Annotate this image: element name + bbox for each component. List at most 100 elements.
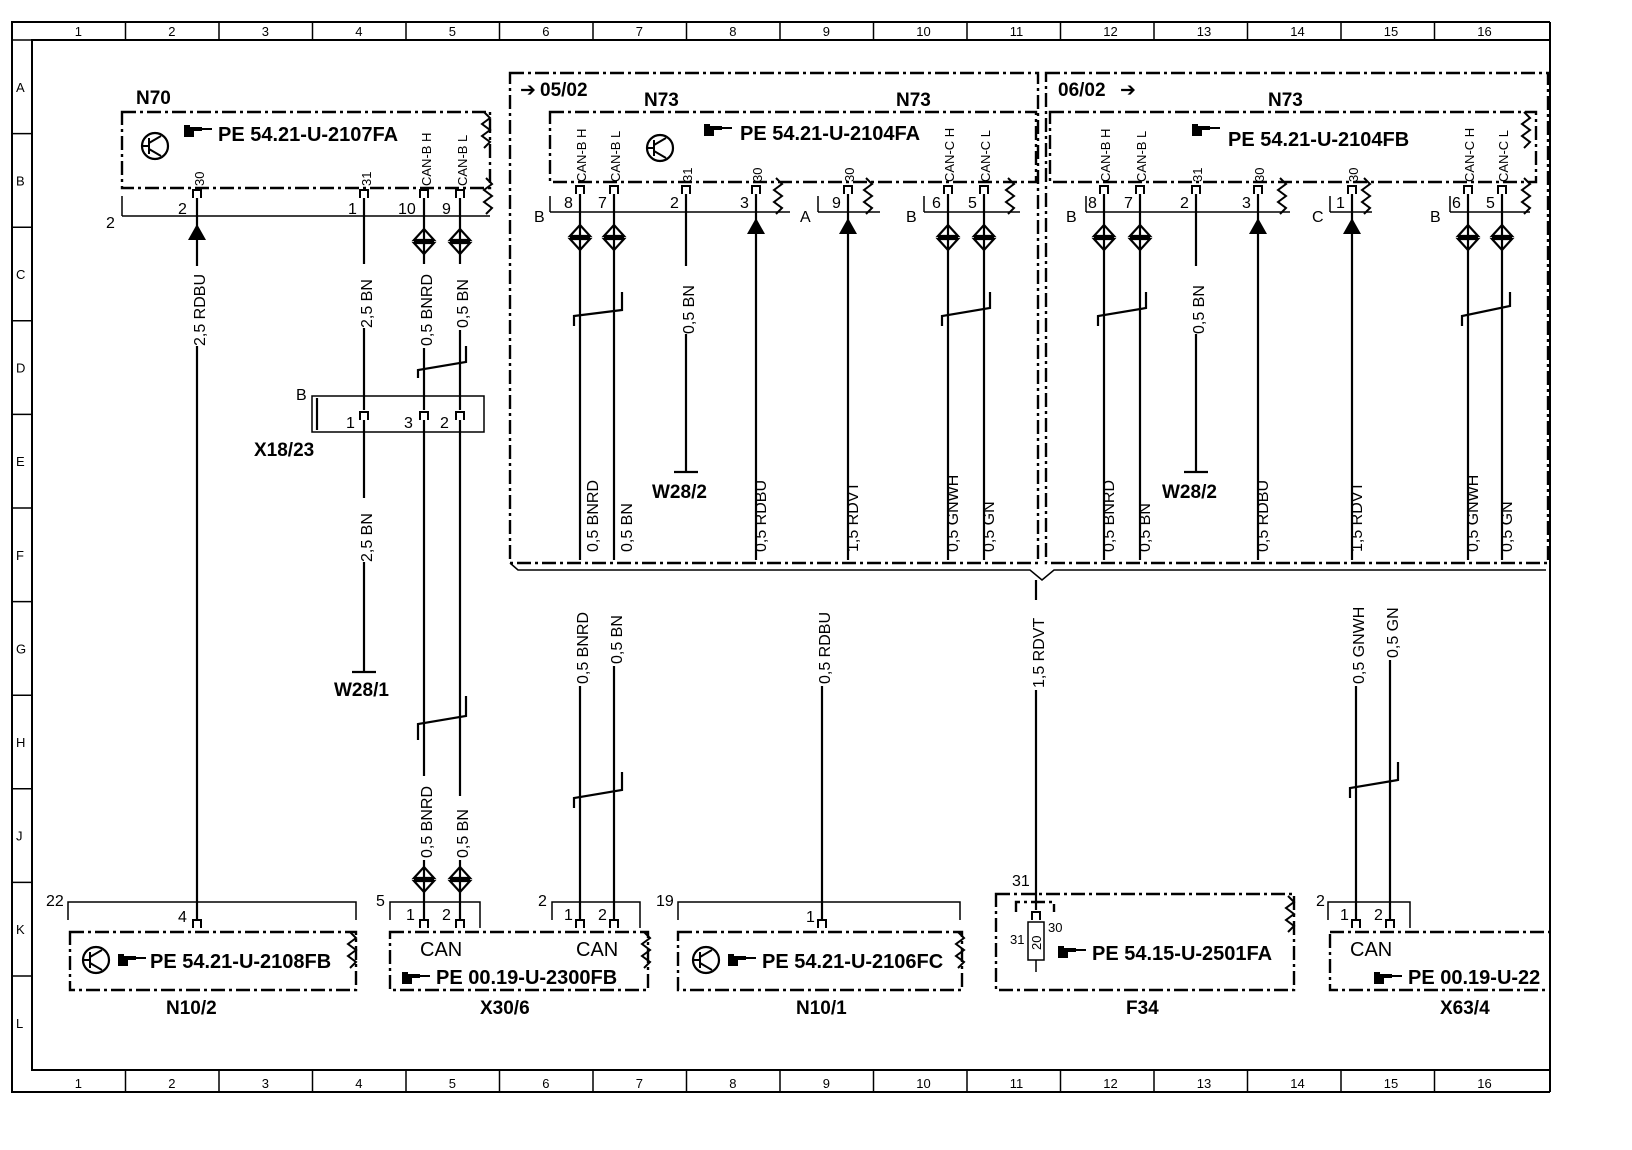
svg-text:1: 1 [346,415,355,432]
grid-col-13-bot: 13 [1197,1076,1211,1091]
tag-0502: 05/02 [540,80,588,101]
x30-6-ref: PE 00.19-U-2300FB [436,967,617,989]
grid-row-H: H [16,735,25,750]
grid-col-6-top: 6 [542,24,549,39]
svg-text:1: 1 [806,909,815,926]
grid-col-6-bot: 6 [542,1076,549,1091]
grid-row-A: A [16,80,25,95]
grid-row-J: J [16,829,23,844]
grid-row-F: F [16,548,24,563]
pin-signal: 30 [1252,168,1267,182]
grid-col-10-bot: 10 [916,1076,930,1091]
svg-text:0,5 RDBU: 0,5 RDBU [1255,480,1272,552]
svg-text:0,5 GNWH: 0,5 GNWH [1465,475,1482,552]
grid-col-10-top: 10 [916,24,930,39]
pin-num: 5 [1486,195,1495,212]
svg-text:N73: N73 [644,90,679,111]
middle-wires: 0,5 BNRD 0,5 BN 0,5 RDBU 1,5 RDVT 0,5 GN… [569,580,1402,920]
pin-signal: CAN-C L [978,130,993,182]
svg-text:0,5 BN: 0,5 BN [1191,285,1208,334]
svg-text:B: B [296,387,307,404]
n70-module: N70 PE 54.21-U-2107FA 2 230 131 10CAN-B … [106,88,493,232]
svg-text:31: 31 [1012,873,1030,890]
grid-col-5-bot: 5 [449,1076,456,1091]
tag-0502-arrow: ➔ [520,80,536,101]
n73a-ref: PE 54.21-U-2104FA [740,123,920,145]
n70-ref: PE 54.21-U-2107FA [218,124,398,146]
pin-num: 3 [740,195,749,212]
ground-w28-2a: W28/2 [652,482,707,503]
grid-col-3-top: 3 [262,24,269,39]
f34-ref: PE 54.15-U-2501FA [1092,943,1272,965]
svg-text:N73: N73 [1268,90,1303,111]
grid-row-G: G [16,641,26,656]
grid-row-C: C [16,267,25,282]
ground-w28-2b: W28/2 [1162,482,1217,503]
svg-text:2: 2 [1316,893,1325,910]
n73a-wires: 0,5 BNRD 0,5 BN 0,5 BN W28/2 0,5 RDBU 1,… [568,212,998,560]
n70-wires: 2,5 RDBU 2,5 BN 0,5 BNRD 0,5 BN [186,216,472,920]
grid-col-11-bot: 11 [1010,1076,1024,1091]
svg-text:0,5 BN: 0,5 BN [681,285,698,334]
grid-col-3-bot: 3 [262,1076,269,1091]
n73-variants-frame: ➔ 05/02 06/02 ➔ [508,71,1550,581]
n73b-wires: 0,5 BNRD 0,5 BN 0,5 BN W28/2 0,5 RDBU 1,… [1092,212,1516,560]
pin-num: 1 [1336,195,1345,212]
n70-conn: 2 [106,215,115,232]
pin-num: 9 [832,195,841,212]
pin-num: 7 [1124,195,1133,212]
x18-label: X18/23 [254,440,314,461]
svg-text:0,5 GN: 0,5 GN [1499,501,1516,552]
grid-col-8-top: 8 [729,24,736,39]
grid-col-2-top: 2 [168,24,175,39]
svg-text:0,5 BN: 0,5 BN [619,503,636,552]
svg-text:2: 2 [538,893,547,910]
pin-signal: 30 [842,168,857,182]
svg-text:3: 3 [404,415,413,432]
grid-col-1-bot: 1 [75,1076,82,1091]
grid-row-E: E [16,454,25,469]
pin-num: 8 [1088,195,1097,212]
svg-text:N73: N73 [896,90,931,111]
pin-signal: 31 [680,168,695,182]
x63-4-module: 2 1 2 CAN PE 00.19-U-22 X63/4 [1316,893,1632,1019]
pin-num: 6 [932,195,941,212]
grid-columns: 1122334455667788991010111112121313141415… [75,22,1492,1092]
grid-col-14-top: 14 [1290,24,1304,39]
grid-col-4-top: 4 [355,24,362,39]
grid-row-D: D [16,361,25,376]
svg-text:CAN-B H: CAN-B H [419,133,434,186]
svg-text:CAN: CAN [1350,939,1392,961]
svg-text:30: 30 [1048,920,1062,935]
grid-row-B: B [16,173,25,188]
svg-text:2: 2 [440,415,449,432]
grid-col-16-top: 16 [1477,24,1491,39]
ground-w28-1: W28/1 [334,680,389,701]
svg-text:CAN: CAN [576,939,618,961]
f34-module: 31 20 31 30 PE 54.15-U-2501FA F34 [994,873,1296,1019]
x18-connector: B X18/23 1 3 2 2,5 BN W28/1 0,5 BNRD 0,5… [254,387,485,920]
grid-col-9-top: 9 [823,24,830,39]
grid-col-1-top: 1 [75,24,82,39]
tag-0602: 06/02 [1058,80,1106,101]
svg-text:2,5 BN: 2,5 BN [359,279,376,328]
svg-text:2,5 RDBU: 2,5 RDBU [192,274,209,346]
svg-text:0,5 BN: 0,5 BN [455,279,472,328]
svg-text:0,5 BN: 0,5 BN [609,615,626,664]
grid-col-16-bot: 16 [1477,1076,1491,1091]
pin-num: 3 [1242,195,1251,212]
svg-text:0,5 RDBU: 0,5 RDBU [753,480,770,552]
grid-col-2-bot: 2 [168,1076,175,1091]
x63-4-ref: PE 00.19-U-22 [1408,967,1540,989]
svg-text:31: 31 [1010,932,1024,947]
pin-num: 7 [598,195,607,212]
n70-pin-1: 131 [348,172,374,218]
n70-pin-2: 230 [178,172,207,218]
pin-num: 6 [1452,195,1461,212]
pin-signal: 30 [750,168,765,182]
svg-text:2,5 BN: 2,5 BN [359,513,376,562]
